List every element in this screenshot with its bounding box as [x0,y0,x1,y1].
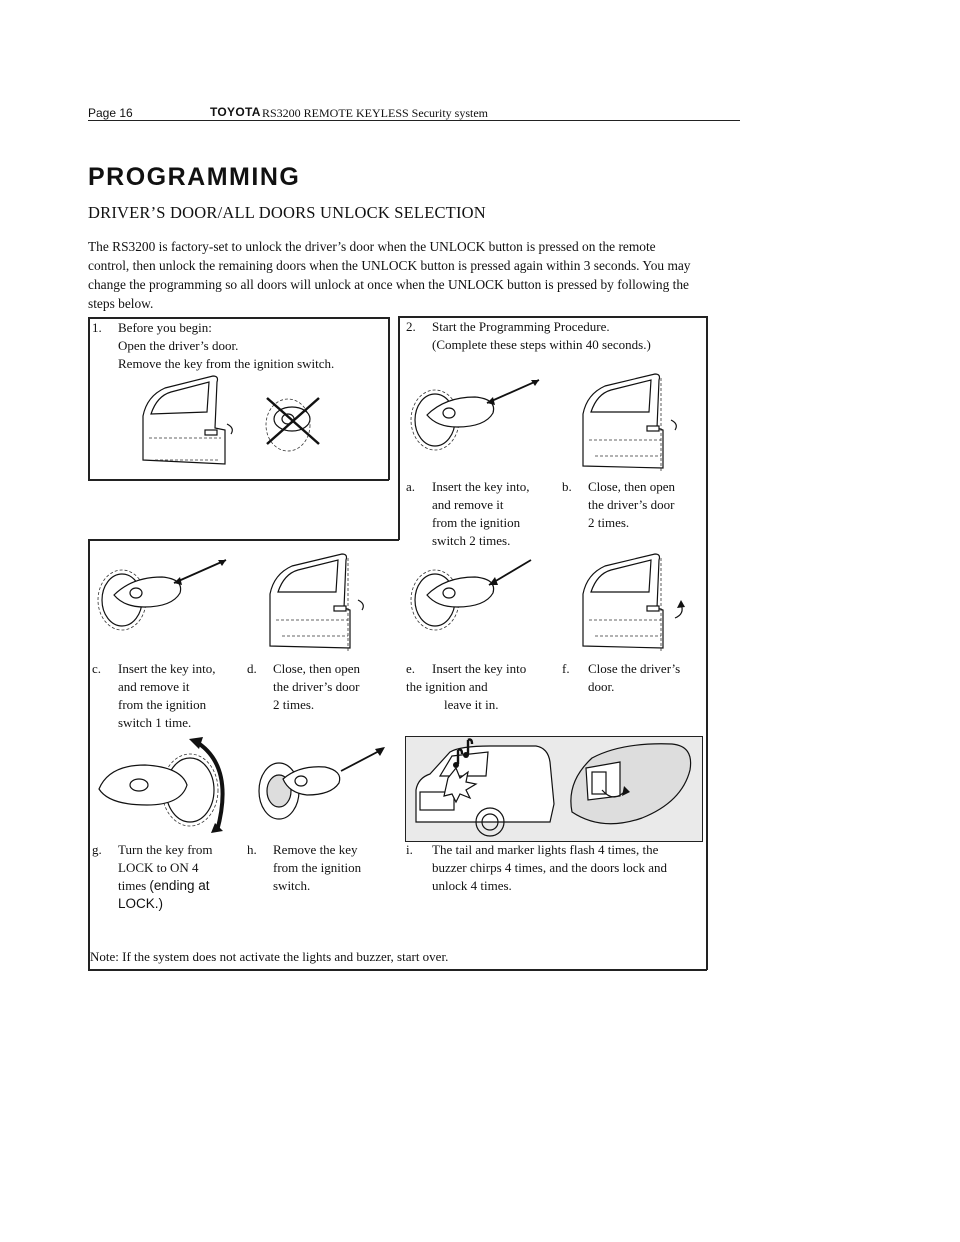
step-h-line3: switch. [247,877,387,895]
note-text: Note: If the system does not activate th… [90,948,700,966]
step-d-label: d. [247,660,273,678]
step-d-line1: Close, then open [273,661,360,676]
step-c-line4: switch 1 time. [92,714,237,732]
step-e-label: e. [406,660,432,678]
step1-line1: Open the driver’s door. [92,337,382,355]
step-i-line3: unlock 4 times. [406,877,704,895]
step1-number: 1. [92,319,118,337]
car-front-icon [410,738,560,838]
step-a-label: a. [406,478,432,496]
step-h-text: h.Remove the key from the ignition switc… [247,841,387,895]
key-ignition-icon [405,375,545,465]
step2-text: 2.Start the Programming Procedure. (Comp… [406,318,704,354]
car-door-open-icon [575,368,690,473]
step-e-line1: Insert the key into [432,661,526,676]
intro-paragraph: The RS3200 is factory-set to unlock the … [88,237,700,313]
step-g-line3b: (ending at [149,878,209,893]
step-b-text: b.Close, then open the driver’s door 2 t… [562,478,702,532]
step-i-text: i.The tail and marker lights flash 4 tim… [406,841,704,895]
section-subtitle: DRIVER’S DOOR/ALL DOORS UNLOCK SELECTION [88,203,486,223]
step-g-line1: Turn the key from [118,842,213,857]
step-h-line1: Remove the key [273,842,357,857]
step-a-text: a.Insert the key into, and remove it fro… [406,478,546,550]
step-c-line1: Insert the key into, [118,661,215,676]
document-title: RS3200 REMOTE KEYLESS Security system [262,106,488,121]
step-c-text: c.Insert the key into, and remove it fro… [92,660,237,732]
key-ignition-icon [255,745,390,835]
page-title: PROGRAMMING [88,163,300,192]
step-i-line2: buzzer chirps 4 times, and the doors loc… [406,859,704,877]
key-ignition-icon [92,555,232,645]
car-door-open-icon [262,548,377,653]
car-door-open-icon [135,368,245,468]
step-h-label: h. [247,841,273,859]
step1-text: 1.Before you begin: Open the driver’s do… [92,319,382,373]
step-b-line2: the driver’s door [562,496,702,514]
step-c-line3: from the ignition [92,696,237,714]
step2-number: 2. [406,318,432,336]
step-f-label: f. [562,660,588,678]
step-i-line1: The tail and marker lights flash 4 times… [432,842,658,857]
step-a-line2: and remove it [406,496,546,514]
step2-line1: (Complete these steps within 40 seconds.… [406,336,704,354]
door-lock-handle-icon [562,742,697,834]
step-f-line1: Close the driver’s [588,661,680,676]
step-d-line2: the driver’s door [247,678,387,696]
step-a-line3: from the ignition [406,514,546,532]
step-g-line3a: times [118,878,149,893]
header-rule [88,120,740,121]
step-f-line2: door. [562,678,702,696]
step-h-line2: from the ignition [247,859,387,877]
step-e-line2: the ignition and [406,678,551,696]
step-b-line3: 2 times. [562,514,702,532]
brand-name: TOYOTA [210,105,261,119]
step-d-line3: 2 times. [247,696,387,714]
step-g-label: g. [92,841,118,859]
step-g-line2: LOCK to ON 4 [92,859,242,877]
car-door-open-icon [575,548,690,653]
step-a-line1: Insert the key into, [432,479,529,494]
key-ignition-icon [405,555,545,645]
step-c-label: c. [92,660,118,678]
crossed-out-icon [263,396,323,446]
step-f-text: f.Close the driver’s door. [562,660,702,696]
step-e-line3: leave it in. [406,696,551,714]
key-ignition-icon [95,735,230,840]
step-i-label: i. [406,841,432,859]
step-b-label: b. [562,478,588,496]
step-g-text: g.Turn the key from LOCK to ON 4 times (… [92,841,242,913]
step2-heading: Start the Programming Procedure. [432,319,610,334]
step-d-text: d.Close, then open the driver’s door 2 t… [247,660,387,714]
step1-heading: Before you begin: [118,320,212,335]
step-a-line4: switch 2 times. [406,532,546,550]
step-c-line2: and remove it [92,678,237,696]
step-b-line1: Close, then open [588,479,675,494]
step-g-line4: LOCK.) [92,895,242,913]
page-number: Page 16 [88,106,133,120]
step-e-text: e.Insert the key into the ignition and l… [406,660,551,714]
